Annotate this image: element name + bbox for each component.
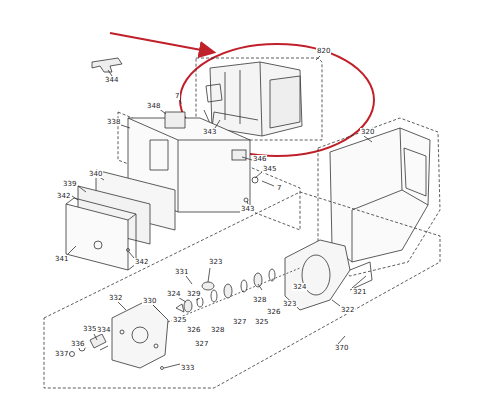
callout-number: 7	[276, 184, 282, 192]
callout-number: 338	[106, 118, 121, 126]
callout-number: 337	[54, 350, 69, 358]
callout-number: 343	[240, 205, 255, 213]
callout-number: 324	[166, 290, 181, 298]
callout-number: 323	[282, 300, 297, 308]
callout-number: 339	[62, 180, 77, 188]
callout-number: 345	[262, 165, 277, 173]
callout-number: 326	[186, 326, 201, 334]
callout-number: 327	[194, 340, 209, 348]
callout-number: 333	[180, 364, 195, 372]
callout-number: 328	[210, 326, 225, 334]
callout-number: 321	[352, 288, 367, 296]
callout-number: 332	[108, 294, 123, 302]
callout-number: 7	[174, 92, 180, 100]
callout-number: 342	[134, 258, 149, 266]
callout-number: 336	[70, 340, 85, 348]
callout-number: 370	[334, 344, 349, 352]
callout-number: 341	[54, 255, 69, 263]
callout-number: 325	[172, 316, 187, 324]
callout-number: 325	[254, 318, 269, 326]
callout-number: 331	[174, 268, 189, 276]
callout-number: 323	[208, 258, 223, 266]
callout-number: 340	[88, 170, 103, 178]
callout-number: 344	[104, 76, 119, 84]
callout-number: 346	[252, 155, 267, 163]
callout-number: 330	[142, 297, 157, 305]
callout-number: 326	[266, 308, 281, 316]
callout-number: 342	[56, 192, 71, 200]
callout-number: 322	[340, 306, 355, 314]
callout-number: 820	[316, 47, 331, 55]
callout-number: 334	[96, 326, 111, 334]
callout-number: 329	[186, 290, 201, 298]
callout-number: 348	[146, 102, 161, 110]
callout-number: 324	[292, 283, 307, 291]
callout-number: 327	[232, 318, 247, 326]
callout-number: 343	[202, 128, 217, 136]
callout-number: 328	[252, 296, 267, 304]
callout-number: 320	[360, 128, 375, 136]
